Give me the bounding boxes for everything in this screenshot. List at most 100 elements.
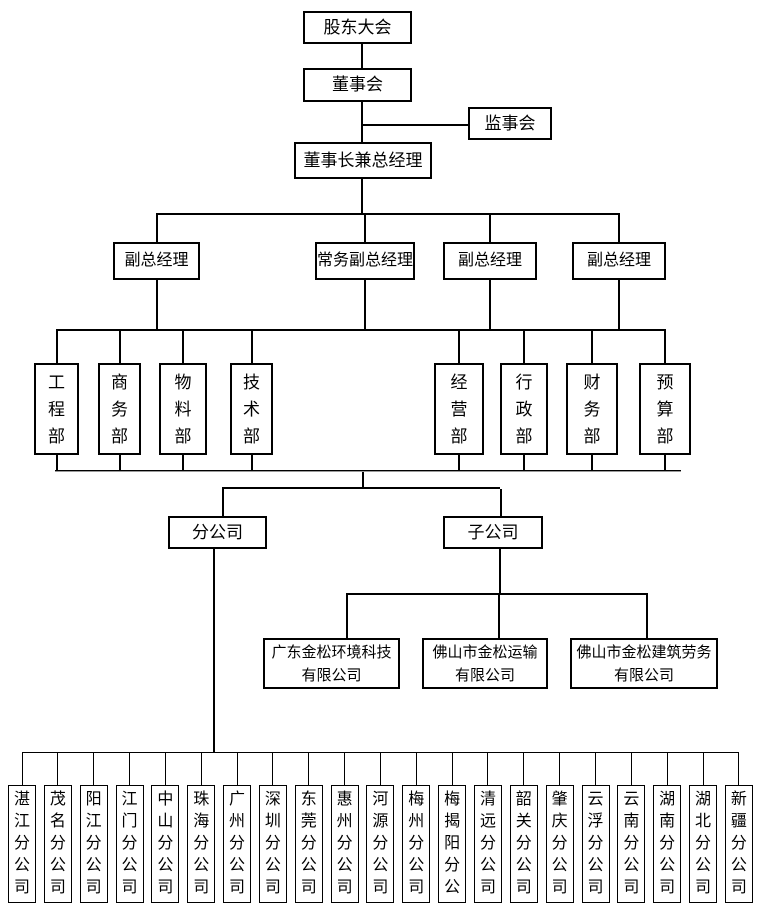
- connector-drop: [164, 752, 166, 785]
- node-branch-box: 河源分公司: [366, 785, 395, 903]
- node-branch: 清远分公司: [473, 752, 502, 903]
- connector-drop: [155, 213, 158, 242]
- connector-subsidiary3-drop: [646, 595, 648, 638]
- node-branch-box: 广州分公司: [223, 785, 252, 903]
- node-branch: 河源分公司: [366, 752, 395, 903]
- node-label: 云南分公司: [623, 791, 640, 896]
- node-supervisory-board: 监事会: [468, 107, 552, 140]
- node-branch: 珠海分公司: [187, 752, 216, 903]
- connector-drop: [523, 331, 525, 363]
- node-department: 行政部: [500, 331, 548, 470]
- connector-drop: [595, 752, 596, 785]
- connector-drop: [379, 752, 381, 785]
- node-label: 常务副总经理: [317, 252, 414, 269]
- node-department: 商务部: [98, 331, 141, 470]
- node-department: 物料部: [159, 331, 207, 470]
- node-label: 惠州分公司: [336, 791, 353, 896]
- connector-branch-group-drop: [222, 489, 224, 516]
- node-label: 董事长兼总经理: [303, 150, 423, 170]
- connector-drop: [250, 455, 253, 470]
- node-branch-box: 新疆分公司: [724, 785, 753, 903]
- node-label: 财务部: [583, 372, 601, 446]
- connector-drop: [523, 752, 525, 785]
- node-subsidiary: 佛山市金松建筑劳务有限公司: [570, 638, 718, 689]
- node-label: 湛江分公司: [13, 791, 30, 896]
- node-label: 广州分公司: [229, 791, 246, 896]
- branches-row: 湛江分公司 茂名分公司 阳江分公司 江门分公司 中山分公司: [8, 752, 753, 903]
- connector-drop: [702, 752, 704, 785]
- node-branch-box: 梅揭阳分公: [438, 785, 467, 903]
- connector-board-chairman: [361, 102, 363, 143]
- connector-drop: [57, 752, 59, 785]
- node-branch-box: 东莞分公司: [294, 785, 323, 903]
- node-label: 梅揭阳分公: [444, 791, 461, 896]
- node-label: 副总经理: [457, 252, 522, 269]
- connector-drop: [489, 280, 491, 329]
- node-label: 物料部: [174, 372, 192, 446]
- node-label: 佛山市金松运输有限公司: [432, 643, 538, 684]
- connector-drop: [458, 455, 460, 470]
- node-label: 董事会: [332, 75, 383, 95]
- node-branch: 云浮分公司: [581, 752, 610, 903]
- node-branch: 云南分公司: [617, 752, 646, 903]
- node-branch: 惠州分公司: [330, 752, 359, 903]
- node-chairman-general-manager: 董事长兼总经理: [294, 142, 432, 179]
- connector-groups-bus: [222, 487, 500, 489]
- node-label: 东莞分公司: [300, 791, 317, 896]
- connector-drop: [118, 455, 121, 470]
- node-branch: 阳江分公司: [79, 752, 108, 903]
- node-subsidiary: 佛山市金松运输有限公司: [422, 638, 548, 689]
- connector-drop: [308, 752, 310, 785]
- connector-drop: [523, 455, 525, 470]
- node-label: 江门分公司: [121, 791, 138, 896]
- node-executive: 副总经理: [572, 213, 666, 329]
- connector-drop: [344, 752, 346, 785]
- connector-chairman-down: [361, 179, 363, 215]
- node-label: 珠海分公司: [193, 791, 210, 896]
- node-label: 茂名分公司: [49, 791, 66, 896]
- node-label: 云浮分公司: [587, 791, 604, 896]
- node-label: 子公司: [467, 522, 519, 542]
- node-label: 清远分公司: [479, 791, 496, 896]
- node-label: 肇庆分公司: [551, 791, 568, 896]
- node-branch-box: 湛江分公司: [8, 785, 36, 903]
- node-label: 副总经理: [586, 252, 651, 269]
- connector-drop: [236, 752, 238, 785]
- connector-drop: [129, 752, 131, 785]
- connector-supervisors-link: [362, 124, 468, 126]
- connector-drop: [618, 280, 620, 329]
- node-department: 技术部: [230, 331, 273, 470]
- connector-subsidiary-group-drop: [500, 489, 502, 516]
- node-label: 股东大会: [323, 17, 392, 37]
- connector-collector-line: [55, 470, 681, 471]
- connector-drop: [272, 752, 274, 785]
- connector-drop: [451, 752, 453, 785]
- node-label: 副总经理: [124, 252, 189, 269]
- node-executive: 副总经理: [113, 213, 200, 329]
- connector-drop: [591, 455, 593, 470]
- node-branch: 广州分公司: [223, 752, 252, 903]
- node-label: 分公司: [192, 522, 243, 542]
- node-branch: 肇庆分公司: [545, 752, 574, 903]
- node-branch-box: 肇庆分公司: [545, 785, 574, 903]
- node-label: 深圳分公司: [264, 791, 281, 896]
- connector-drop: [591, 331, 593, 363]
- connector-departments-bus: [56, 329, 666, 331]
- node-branch-box: 清远分公司: [473, 785, 502, 903]
- node-branch: 东莞分公司: [294, 752, 323, 903]
- node-department: 预算部: [639, 331, 691, 470]
- node-branch-box: 江门分公司: [115, 785, 144, 903]
- connector-subsidiary-down: [499, 549, 501, 593]
- node-branch: 深圳分公司: [258, 752, 287, 903]
- node-branch-box: 珠海分公司: [187, 785, 216, 903]
- connector-collector-down: [362, 472, 364, 488]
- connector-subsidiary2-drop: [498, 595, 500, 638]
- connector-drop: [55, 455, 58, 470]
- connector-drop: [458, 331, 460, 363]
- node-label: 梅州分公司: [408, 791, 425, 896]
- connector-drop: [415, 752, 417, 785]
- node-label: 行政部: [515, 372, 533, 446]
- connector-drop: [364, 280, 366, 329]
- connector-drop: [155, 280, 158, 329]
